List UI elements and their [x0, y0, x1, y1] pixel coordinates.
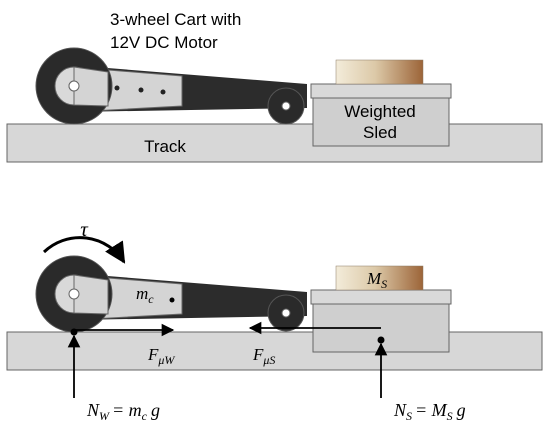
sled-label-line2: Sled — [363, 123, 397, 142]
link-hole-3 — [160, 89, 166, 95]
cart-center-of-mass — [169, 297, 175, 303]
rear-wheel-axle-bottom — [281, 308, 291, 318]
drive-wheel-axle-front — [68, 80, 80, 92]
sled-weight-block — [335, 59, 424, 85]
track-bottom — [6, 331, 543, 371]
drive-wheel-axle-bottom — [68, 288, 80, 300]
sled-mass-label: MS — [366, 269, 387, 291]
hub-link-overlay — [73, 66, 109, 107]
weighted-sled — [312, 97, 450, 147]
sled-top-plate — [310, 83, 452, 99]
track — [6, 123, 543, 163]
hub-link-overlay-bottom — [73, 274, 109, 315]
torque-label: τ — [80, 217, 89, 241]
friction-wheel-label: FμW — [147, 345, 175, 367]
cart-title-line1: 3-wheel Cart with — [110, 10, 241, 29]
track-label: Track — [144, 137, 186, 156]
sled-label-line1: Weighted — [344, 102, 416, 121]
sled-top-plate-bottom — [310, 289, 452, 305]
sled-weight-block-bottom — [335, 265, 424, 291]
top-panel: 3-wheel Cart with 12V DC Motor Track Wei… — [6, 10, 543, 163]
cart-title-line2: 12V DC Motor — [110, 33, 218, 52]
rear-wheel-axle — [281, 101, 291, 111]
link-hole-1 — [114, 85, 120, 91]
cart-mass-label: mc — [136, 284, 154, 306]
friction-sled-label: FμS — [252, 345, 275, 367]
link-hole-2 — [138, 87, 144, 93]
sled-contact-point — [377, 336, 385, 344]
torque-arrow — [42, 236, 126, 264]
